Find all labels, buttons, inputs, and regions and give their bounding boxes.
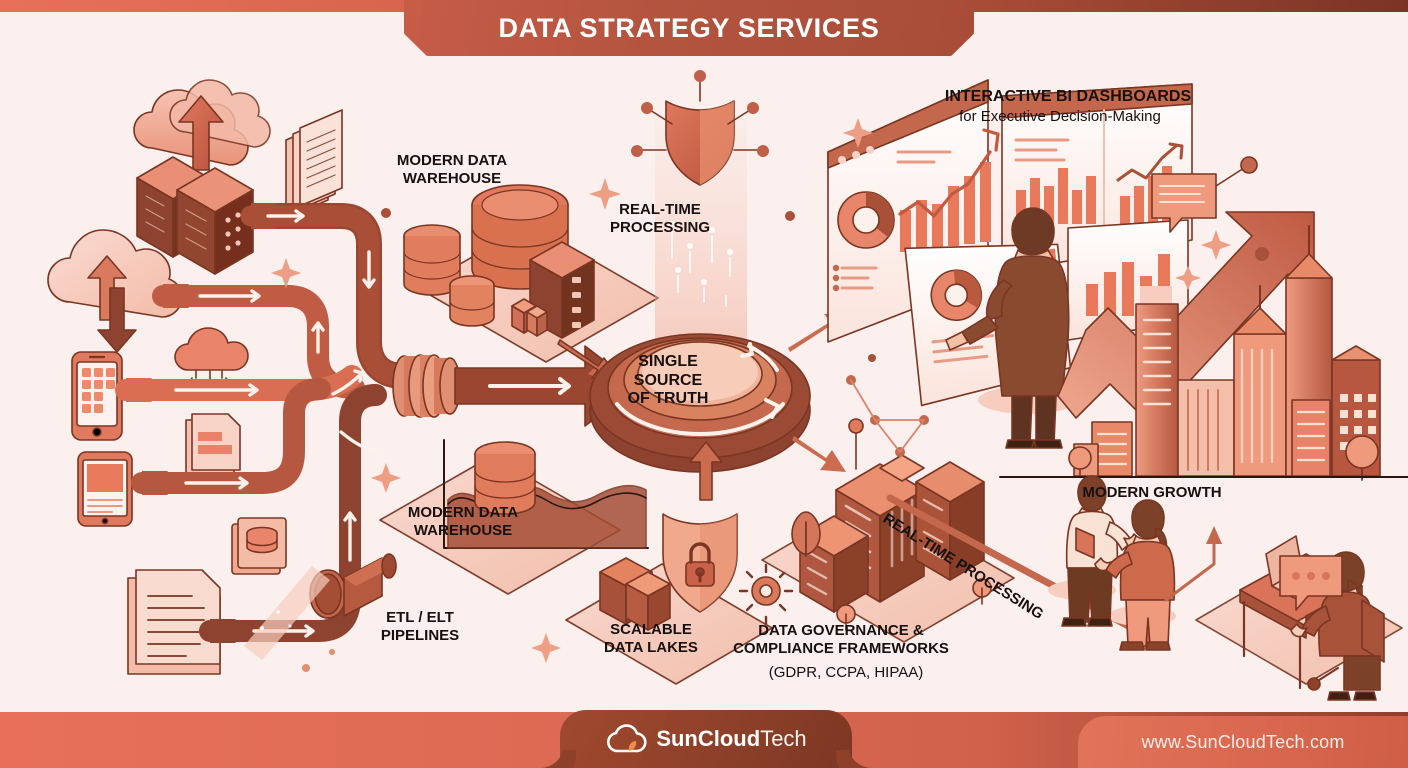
label-etl-elt-pipelines: ETL / ELT PIPELINES xyxy=(380,609,460,644)
document-large-icon xyxy=(127,569,221,675)
cloud-upload-servers-icon xyxy=(133,79,271,275)
tree-left-icon xyxy=(1068,446,1092,478)
label-bi-dashboards-subtitle: for Executive Decision-Making xyxy=(959,108,1161,125)
website-url[interactable]: www.SunCloudTech.com xyxy=(1141,731,1345,752)
shield-icon xyxy=(631,70,769,186)
database-cylinder-small-right xyxy=(449,275,495,327)
documents-stack-icon xyxy=(285,109,343,219)
etl-funnel-icon xyxy=(244,553,397,660)
label-interactive-bi-dashboards: INTERACTIVE BI DASHBOARDS xyxy=(944,88,1192,105)
page-title: DATA STRATEGY SERVICES xyxy=(498,12,880,43)
network-links xyxy=(850,379,925,453)
chat-bubble-node-top xyxy=(1151,156,1258,233)
cloud-icon xyxy=(607,724,647,753)
panel-a-bars xyxy=(1016,168,1096,224)
label-real-time-processing-top: REAL-TIME PROCESSING xyxy=(609,201,711,236)
label-modern-data-warehouse-top: MODERN DATA WAREHOUSE xyxy=(396,152,508,187)
network-nodes xyxy=(846,375,929,457)
data-cubes-icon xyxy=(511,298,548,337)
main-screen-bars xyxy=(900,162,991,252)
tree-icon xyxy=(791,511,821,557)
label-modern-data-warehouse-bottom: MODERN DATA WAREHOUSE xyxy=(407,504,519,539)
lock-shield-icon xyxy=(662,513,738,613)
label-modern-growth: MODERN GROWTH xyxy=(1082,484,1222,501)
tablet-icon xyxy=(77,451,133,527)
pipeline-nozzle xyxy=(392,354,461,418)
modern-data-warehouse-tile-bottom xyxy=(379,439,649,595)
team-collaboration xyxy=(1048,475,1176,651)
brand-name-bold: SunCloud xyxy=(656,726,761,751)
analyst-presenter xyxy=(945,207,1078,449)
city-skyline xyxy=(999,225,1408,481)
scalable-data-lakes-tile xyxy=(565,513,794,685)
data-flow-pipes xyxy=(115,203,414,643)
label-data-governance-regs: (GDPR, CCPA, HIPAA) xyxy=(768,664,924,681)
website-plate[interactable]: www.SunCloudTech.com xyxy=(1078,716,1408,768)
data-block-cubes xyxy=(599,557,671,631)
label-single-source-of-truth: SINGLE SOURCE OF TRUTH xyxy=(627,353,709,408)
tree-right-icon xyxy=(1345,435,1379,481)
label-data-governance: DATA GOVERNANCE & COMPLIANCE FRAMEWORKS xyxy=(733,622,949,657)
smartphone-icon xyxy=(71,351,123,441)
cloud-sync-icon xyxy=(47,229,183,353)
brand-wordmark: SunCloudTech xyxy=(656,726,806,752)
label-scalable-data-lakes: SCALABLE DATA LAKES xyxy=(604,621,698,656)
decorative-sparkles xyxy=(271,118,1231,663)
decorative-dots xyxy=(302,208,1269,672)
single-source-of-truth-hub xyxy=(589,312,852,501)
database-file-icon xyxy=(231,517,287,575)
server-stack-icon xyxy=(529,241,595,339)
gear-icon xyxy=(738,563,794,626)
growth-mini-arrow xyxy=(1164,526,1222,602)
title-banner: DATA STRATEGY SERVICES xyxy=(404,0,974,56)
brand-plate: SunCloudTech xyxy=(560,710,852,768)
brand-name-light: Tech xyxy=(760,726,807,751)
lake-database-cylinder xyxy=(474,441,536,515)
chat-bubble-node-bottom xyxy=(1279,555,1343,611)
file-pages-icon xyxy=(185,413,241,477)
